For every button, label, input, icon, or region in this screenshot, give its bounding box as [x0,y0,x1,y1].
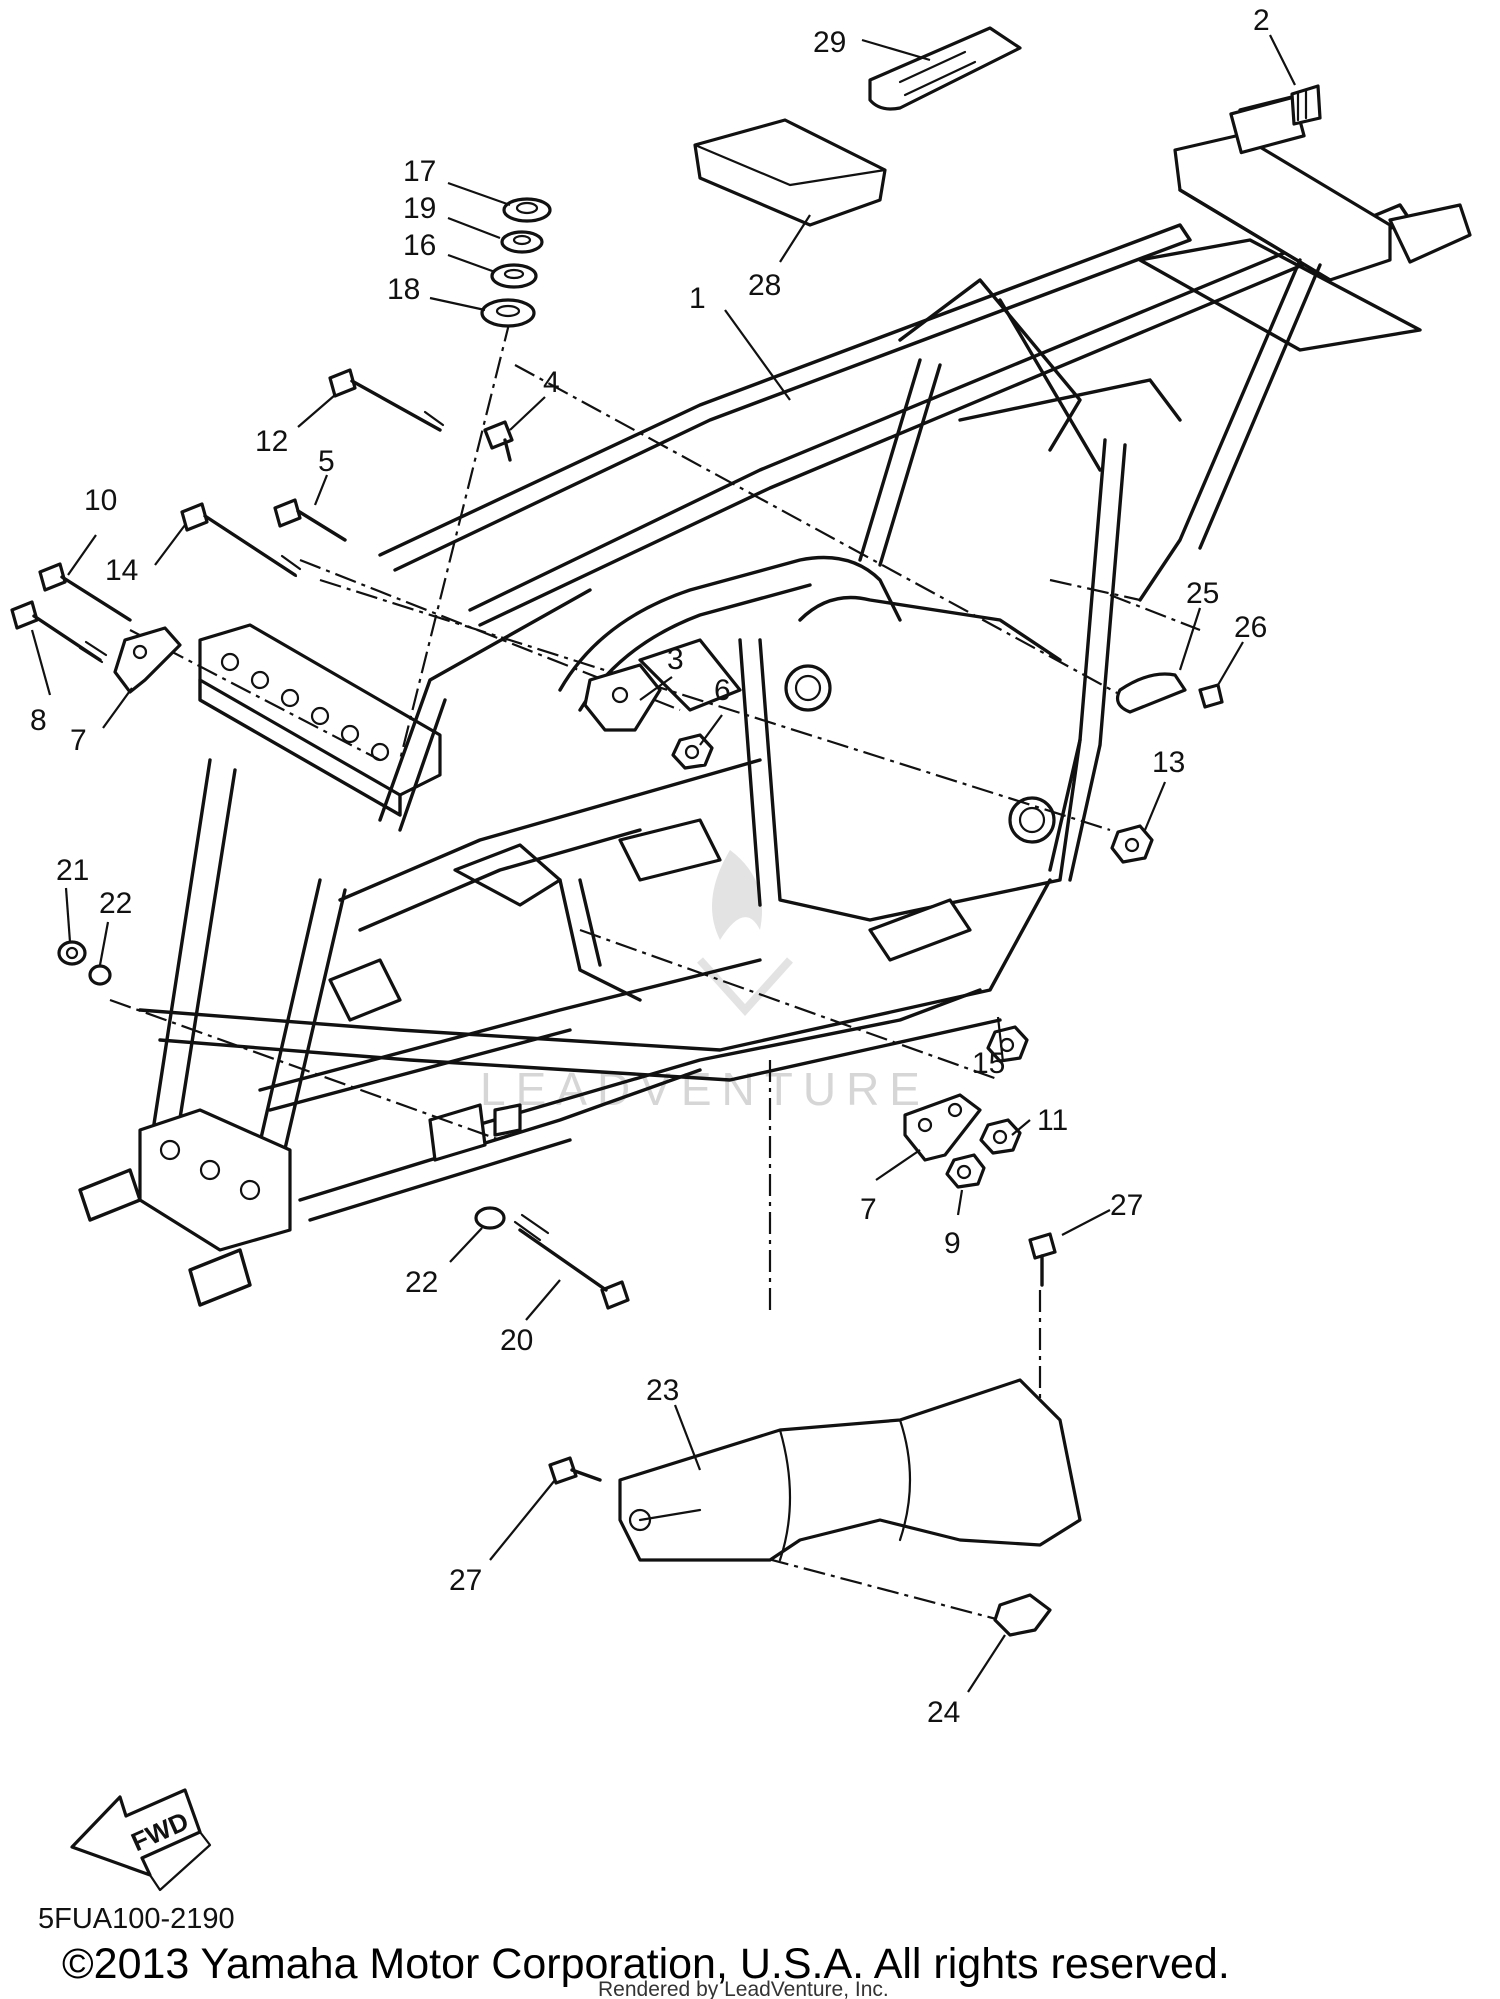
callout-26: 26 [1234,611,1267,644]
callout-12: 12 [255,425,288,458]
callout-11: 11 [1037,1104,1068,1137]
callout-10: 10 [84,484,117,517]
callout-28: 28 [748,269,781,302]
watermark: LEADVENTURE [480,850,930,1115]
callout-29: 29 [813,26,846,59]
callout-14: 14 [105,554,138,587]
callout-5: 5 [318,445,335,478]
bolt-26 [1198,683,1224,709]
rendered-by-credit: Rendered by LeadVenture, Inc. [598,1978,889,1999]
bolt-27-lower [548,1456,578,1485]
callout-2: 2 [1253,4,1270,37]
callout-1: 1 [689,282,706,315]
watermark-text: LEADVENTURE [480,1063,930,1115]
callout-27-upper: 27 [1110,1189,1143,1222]
bolt-20 [600,1280,630,1310]
callout-18: 18 [387,273,420,306]
mount-collars [480,197,552,328]
callout-19: 19 [403,192,436,225]
bolt-27-upper [1028,1232,1057,1260]
clamp-25 [1116,672,1187,714]
clip-24 [993,1593,1052,1637]
callout-16: 16 [403,229,436,262]
callout-22-lower: 22 [405,1266,438,1299]
copyright-notice: ©2013 Yamaha Motor Corporation, U.S.A. A… [62,1940,1230,1988]
callout-7-rear: 7 [860,1193,877,1226]
fwd-arrow: FWD [70,1788,212,1892]
callout-leaders [30,34,1296,1693]
frame-cover [618,1378,1082,1562]
callout-21: 21 [56,854,89,887]
manual-pouch [693,118,887,227]
callout-8: 8 [30,704,47,737]
callout-numbers: 29 2 28 1 17 19 16 18 4 12 5 10 14 8 7 3… [30,4,1270,1729]
callout-3: 3 [667,643,684,676]
callout-17: 17 [403,155,436,188]
tool-bag [868,26,1022,111]
callout-4: 4 [543,366,560,399]
callout-20: 20 [500,1324,533,1357]
washer-22 [474,1206,506,1230]
main-frame [78,93,1472,1307]
callout-6: 6 [714,674,731,707]
callout-15: 15 [972,1047,1005,1080]
bolt-4 [483,420,514,450]
callout-25: 25 [1186,577,1219,610]
diagram-code: 5FUA100-2190 [38,1903,235,1935]
callout-9: 9 [944,1227,961,1260]
callout-22-left: 22 [99,887,132,920]
callout-23: 23 [646,1374,679,1407]
callout-24: 24 [927,1696,960,1729]
callout-27-lower: 27 [449,1564,482,1597]
mount-plate-front [113,626,182,694]
callout-13: 13 [1152,746,1185,779]
callout-7-front: 7 [70,724,87,757]
long-bolts [10,368,445,664]
bracket-3 [583,663,662,732]
